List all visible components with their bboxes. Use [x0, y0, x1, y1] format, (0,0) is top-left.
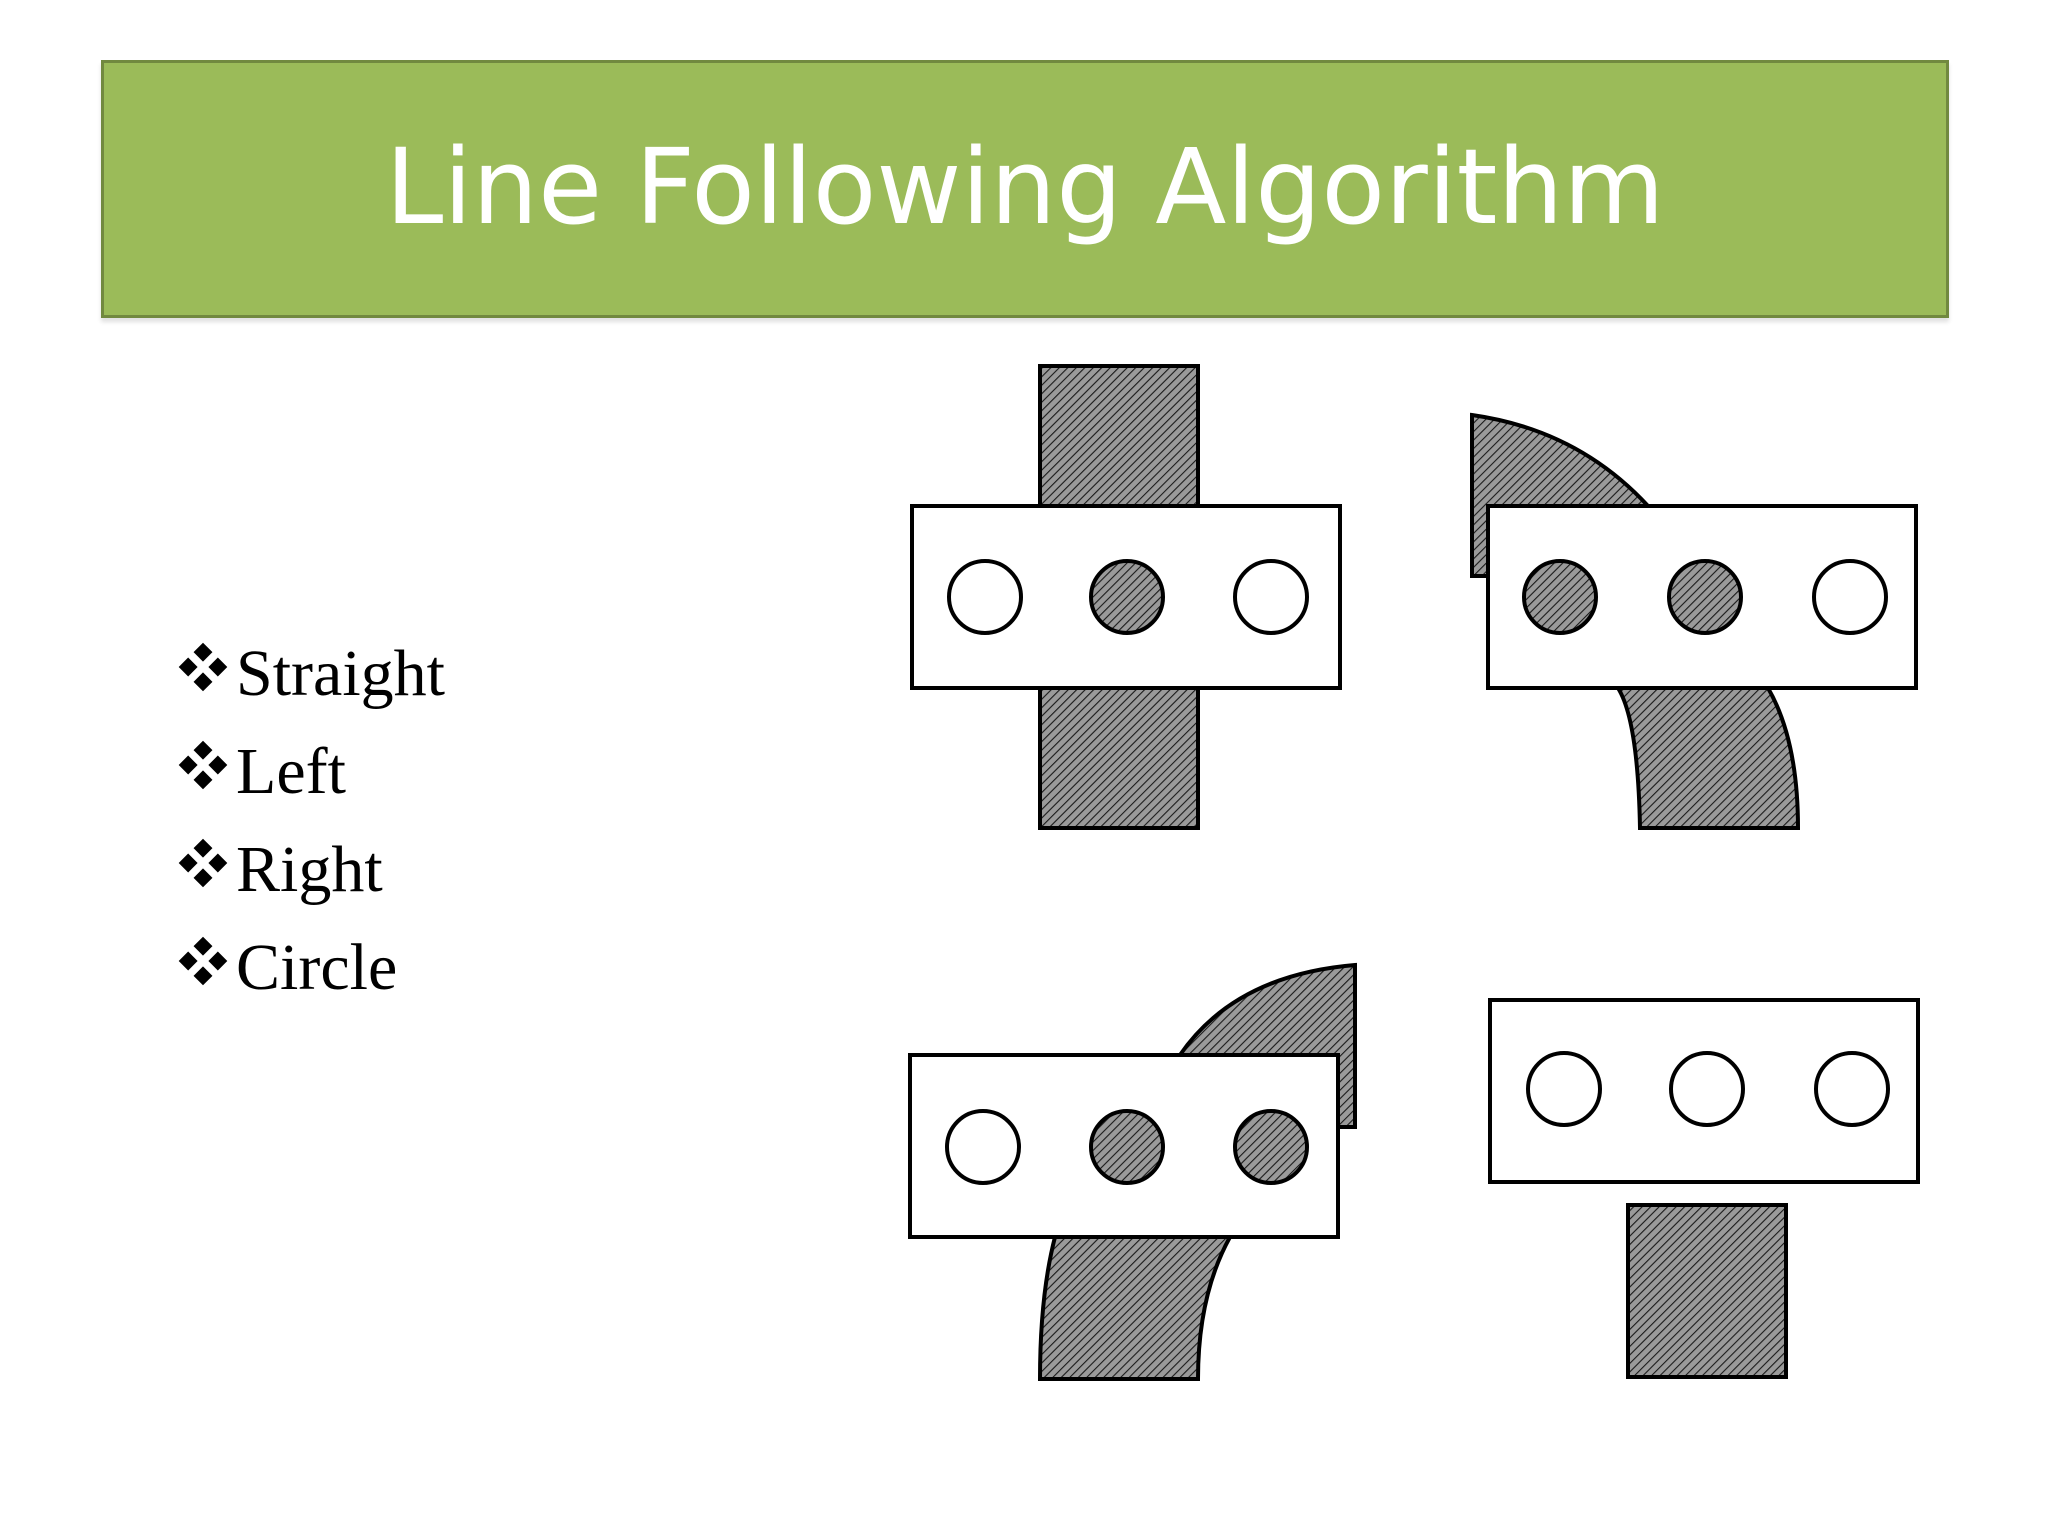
bullet-item-straight: Straight [176, 625, 445, 723]
sensor-center-active [1089, 559, 1165, 635]
track-segment-top [1038, 364, 1200, 508]
four-diamond-bullet-icon [178, 740, 228, 790]
track-curve-top [1176, 962, 1357, 1129]
sensor-center [1669, 1051, 1745, 1127]
sensor-right [1814, 1051, 1890, 1127]
track-curve-bottom [1614, 686, 1801, 830]
curve-right-sensor-diagram [908, 962, 1357, 1381]
slide-title: Line Following Algorithm [385, 126, 1665, 248]
track-segment-bottom [1626, 1203, 1788, 1379]
bullet-label: Straight [236, 637, 445, 710]
sensor-left [945, 1109, 1021, 1185]
straight-line-sensor-diagram [910, 364, 1342, 830]
curve-left-sensor-diagram [1470, 412, 1918, 830]
sensor-left-active [1522, 559, 1598, 635]
sensor-center-active [1089, 1109, 1165, 1185]
four-diamond-bullet-icon [178, 936, 228, 986]
sensor-right [1233, 559, 1309, 635]
sensor-left [1526, 1051, 1602, 1127]
sensor-right [1812, 559, 1888, 635]
sensor-left [947, 559, 1023, 635]
bullet-label: Left [236, 735, 346, 808]
title-banner: Line Following Algorithm [101, 60, 1949, 318]
four-diamond-bullet-icon [178, 838, 228, 888]
bullet-item-circle: Circle [176, 919, 445, 1017]
sensor-right-active [1233, 1109, 1309, 1185]
four-diamond-bullet-icon [178, 642, 228, 692]
track-curve-bottom [1037, 1235, 1234, 1381]
bullet-item-left: Left [176, 723, 445, 821]
bullet-list: Straight Left Right Circle [176, 625, 445, 1017]
bullet-label: Circle [236, 931, 398, 1004]
bullet-item-right: Right [176, 821, 445, 919]
no-line-sensor-diagram [1488, 998, 1920, 1379]
track-segment-bottom [1038, 686, 1200, 830]
bullet-label: Right [236, 833, 383, 906]
sensor-center-active [1667, 559, 1743, 635]
